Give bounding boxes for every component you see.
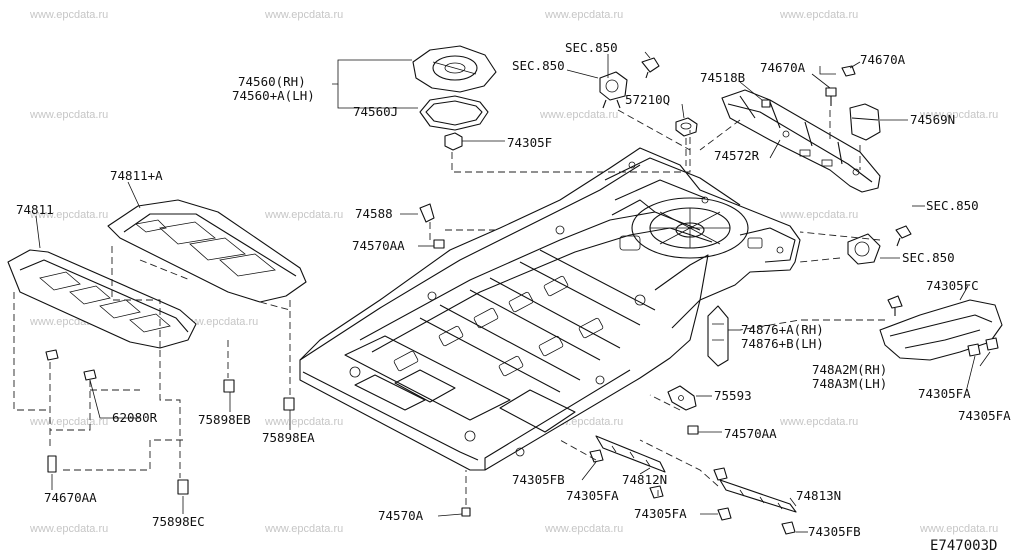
watermark: www.epcdata.ru <box>29 416 108 428</box>
label-57210q[interactable]: 57210Q <box>625 92 670 107</box>
watermark: www.epcdata.ru <box>779 9 858 21</box>
label-74670aa[interactable]: 74670AA <box>44 490 97 505</box>
spring-seat-74560 <box>412 45 497 93</box>
label-74570a[interactable]: 74570A <box>378 508 424 523</box>
watermark: www.epcdata.ru <box>544 9 623 21</box>
label-74305fb-1[interactable]: 74305FB <box>512 472 565 487</box>
label-74572r[interactable]: 74572R <box>714 148 760 163</box>
label-74811a[interactable]: 74811+A <box>110 168 163 183</box>
seal-74560j <box>419 95 489 131</box>
strip-74812n <box>589 435 666 473</box>
label-sec850-c[interactable]: SEC.850 <box>926 198 979 213</box>
bolt-74570a <box>461 507 471 517</box>
watermark: www.epcdata.ru <box>29 109 108 121</box>
watermark: www.epcdata.ru <box>779 209 858 221</box>
bracket-75593 <box>667 385 699 435</box>
watermark: www.epcdata.ru <box>919 109 998 121</box>
watermark: www.epcdata.ru <box>264 209 343 221</box>
watermark: www.epcdata.ru <box>264 523 343 535</box>
label-75898ec[interactable]: 75898EC <box>152 514 205 529</box>
clip-74305fa <box>649 485 664 499</box>
label-74560rh[interactable]: 74560(RH) <box>238 74 306 89</box>
label-74305fa-4[interactable]: 74305FA <box>634 506 687 521</box>
label-74588[interactable]: 74588 <box>355 206 393 221</box>
strip-74813n <box>713 467 797 535</box>
bracket-74588 <box>419 203 445 249</box>
label-74876lh[interactable]: 74876+B(LH) <box>741 336 824 351</box>
label-74305f[interactable]: 74305F <box>507 135 552 150</box>
label-748a2m[interactable]: 748A2M(RH) <box>812 362 887 377</box>
label-75898ea[interactable]: 75898EA <box>262 430 315 445</box>
watermark: www.epcdata.ru <box>29 523 108 535</box>
label-74812n[interactable]: 74812N <box>622 472 667 487</box>
label-74560lh[interactable]: 74560+A(LH) <box>232 88 315 103</box>
diagram-code: E747003D <box>930 538 997 554</box>
watermark: www.epcdata.ru <box>29 9 108 21</box>
label-74570aa-2[interactable]: 74570AA <box>724 426 777 441</box>
floor-panel <box>299 147 801 471</box>
side-member-74572r <box>721 89 881 193</box>
label-74560j[interactable]: 74560J <box>353 104 398 119</box>
label-74813n[interactable]: 74813N <box>796 488 841 503</box>
watermark: www.epcdata.ru <box>179 316 258 328</box>
label-74305fa-1[interactable]: 74305FA <box>918 386 971 401</box>
label-748a3m[interactable]: 748A3M(LH) <box>812 376 887 391</box>
assembly-lines <box>13 109 885 505</box>
label-74305fc[interactable]: 74305FC <box>926 278 979 293</box>
watermark: www.epcdata.ru <box>264 9 343 21</box>
watermark: www.epcdata.ru <box>919 523 998 535</box>
label-74876rh[interactable]: 74876+A(RH) <box>741 322 824 337</box>
label-74570aa-1[interactable]: 74570AA <box>352 238 405 253</box>
label-sec850-b[interactable]: SEC.850 <box>512 58 565 73</box>
label-sec850-d[interactable]: SEC.850 <box>902 250 955 265</box>
label-74670a-2[interactable]: 74670A <box>860 52 906 67</box>
watermark: www.epcdata.ru <box>539 109 618 121</box>
leader-lines <box>35 51 991 533</box>
part-57210q <box>675 117 698 137</box>
label-74305fa-2[interactable]: 74305FA <box>958 408 1011 423</box>
clip-74305f <box>444 132 463 151</box>
watermark: www.epcdata.ru <box>264 416 343 428</box>
cover-748a2m <box>879 295 1003 361</box>
fasteners-left <box>45 349 295 495</box>
undercover-74811a <box>107 199 307 303</box>
bracket-74569n <box>841 65 881 141</box>
label-75593[interactable]: 75593 <box>714 388 752 403</box>
bracket-sec850 <box>599 57 660 109</box>
label-74305fa-3[interactable]: 74305FA <box>566 488 619 503</box>
label-sec850-a[interactable]: SEC.850 <box>565 40 618 55</box>
watermark: www.epcdata.ru <box>29 209 108 221</box>
undercover-74811 <box>7 249 197 349</box>
watermark: www.epcdata.ru <box>544 523 623 535</box>
label-74305fb-2[interactable]: 74305FB <box>808 524 861 539</box>
label-62080r[interactable]: 62080R <box>112 410 158 425</box>
bracket-74876 <box>707 305 729 367</box>
label-74811[interactable]: 74811 <box>16 202 54 217</box>
sec850-parts-right <box>847 225 912 265</box>
watermark: www.epcdata.ru <box>779 416 858 428</box>
bolt-74670a <box>761 87 837 108</box>
label-74569n[interactable]: 74569N <box>910 112 955 127</box>
label-75898eb[interactable]: 75898EB <box>198 412 251 427</box>
part-labels: SEC.850 SEC.850 74560(RH) 74560+A(LH) 74… <box>16 40 1011 539</box>
label-74518b[interactable]: 74518B <box>700 70 745 85</box>
label-74670a-1[interactable]: 74670A <box>760 60 806 75</box>
